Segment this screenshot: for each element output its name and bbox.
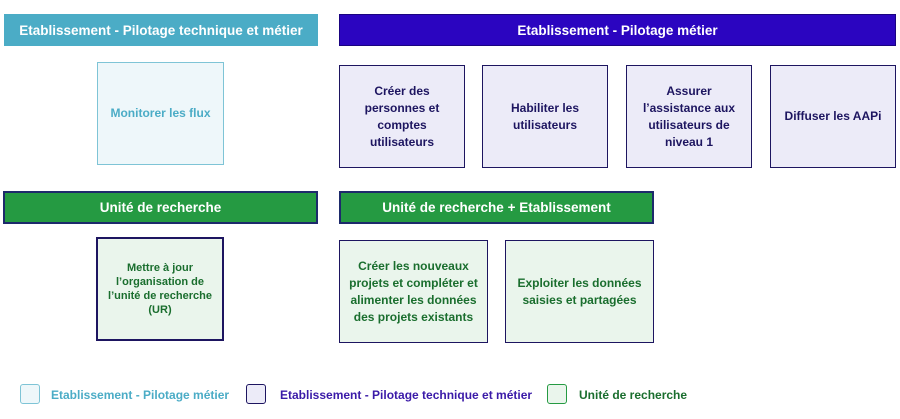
legend-label-pilotage-technique-metier: Etablissement - Pilotage technique et mé… xyxy=(280,388,533,402)
legend-swatch-pilotage-technique-metier xyxy=(246,384,266,404)
box-assurer-assistance: Assurer l’assistance aux utilisateurs de… xyxy=(626,65,752,168)
header-unite-recherche: Unité de recherche xyxy=(3,191,318,224)
legend-label-unite-recherche: Unité de recherche xyxy=(579,388,688,402)
legend-label-pilotage-metier: Etablissement - Pilotage métier xyxy=(51,388,230,402)
header-pilotage-metier: Etablissement - Pilotage métier xyxy=(339,14,896,46)
legend-swatch-pilotage-metier xyxy=(20,384,40,404)
box-monitorer-flux: Monitorer les flux xyxy=(97,62,224,165)
box-diffuser-aapi: Diffuser les AAPi xyxy=(770,65,896,168)
box-exploiter-donnees: Exploiter les données saisies et partagé… xyxy=(505,240,654,343)
box-habiliter-utilisateurs: Habiliter les utilisateurs xyxy=(482,65,608,168)
box-creer-nouveaux-projets: Créer les nouveaux projets et compléter … xyxy=(339,240,488,343)
legend-swatch-unite-recherche xyxy=(547,384,567,404)
header-pilotage-technique-metier: Etablissement - Pilotage technique et mé… xyxy=(4,14,318,46)
box-creer-personnes: Créer des personnes et comptes utilisate… xyxy=(339,65,465,168)
box-mettre-a-jour-organisation: Mettre à jour l’organisation de l’unité … xyxy=(96,237,224,341)
header-unite-recherche-etablissement: Unité de recherche + Etablissement xyxy=(339,191,654,224)
